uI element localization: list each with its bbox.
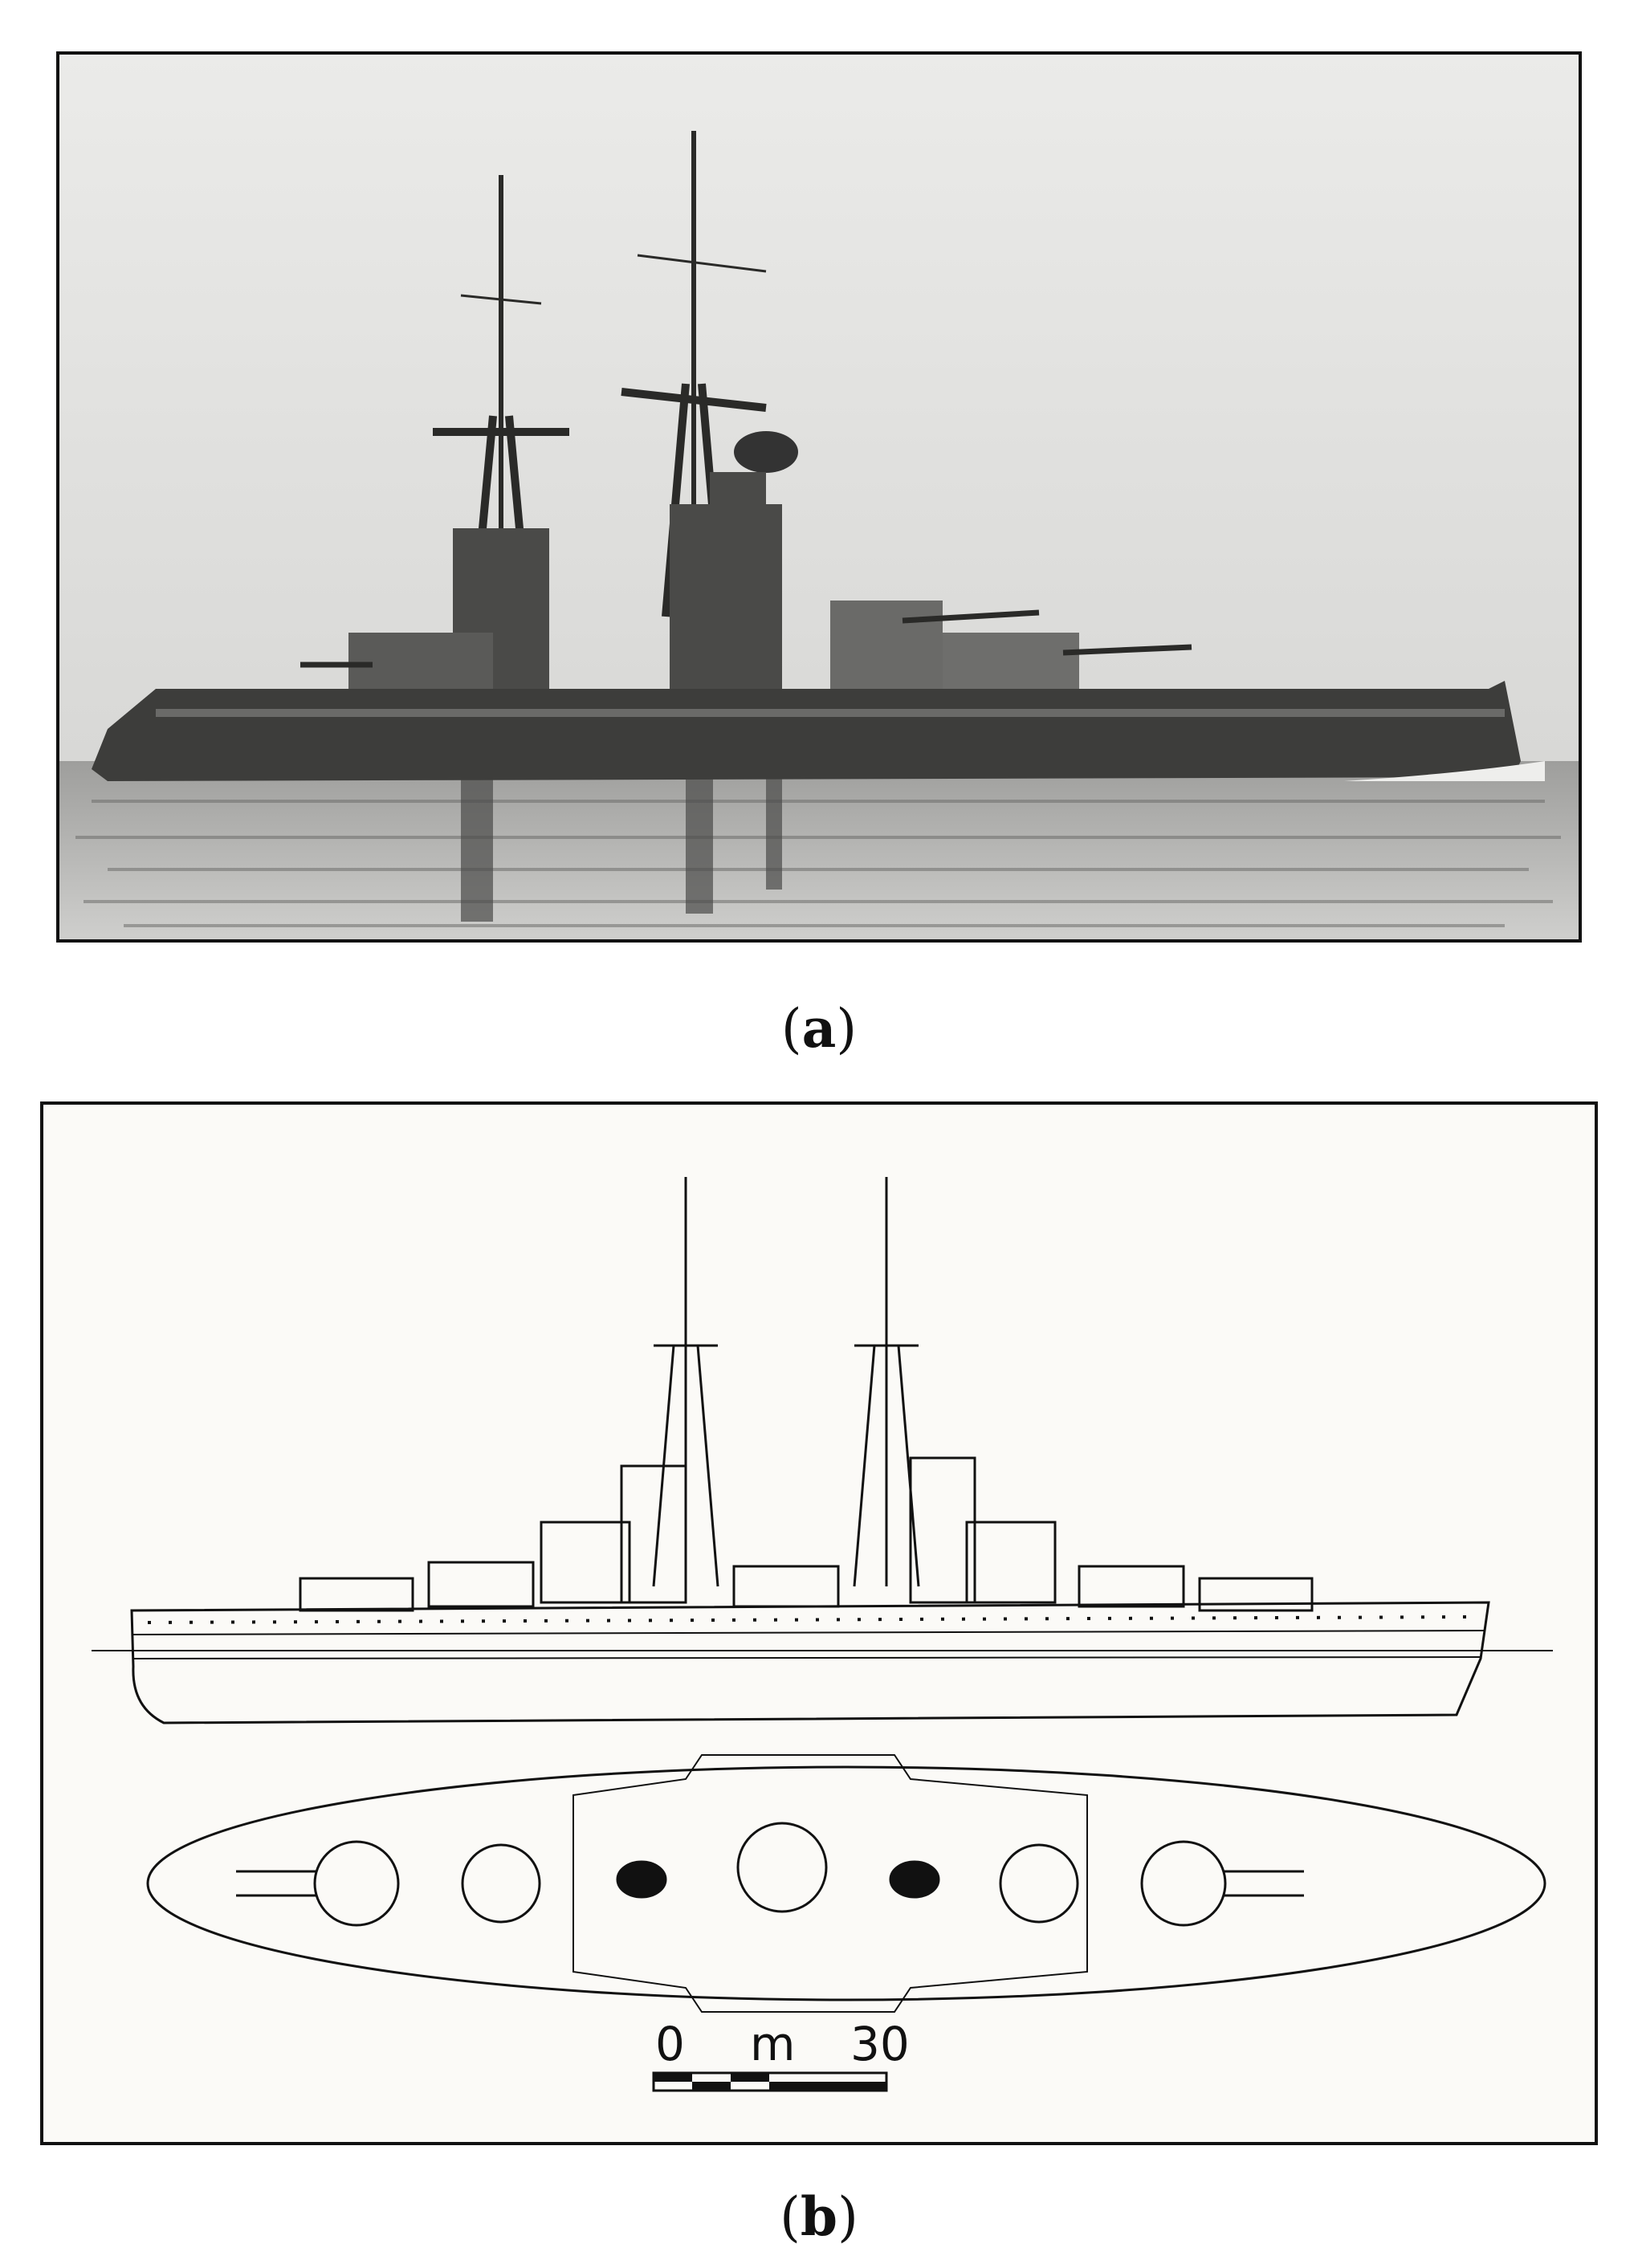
profile-turret bbox=[299, 1577, 414, 1612]
scale-bar-segment bbox=[654, 2073, 692, 2082]
photo-panel bbox=[56, 51, 1582, 943]
plan-view bbox=[146, 1754, 1546, 2013]
caption-b-letter: b bbox=[800, 2185, 838, 2248]
superstructure bbox=[348, 472, 1079, 697]
hull-stripe bbox=[156, 709, 1505, 717]
water-ripples bbox=[75, 800, 1561, 927]
mast-reflections bbox=[461, 777, 782, 922]
caption-b: (b) bbox=[780, 2185, 858, 2248]
scale-start-label: 0 bbox=[655, 2017, 685, 2071]
caption-a: (a) bbox=[780, 997, 858, 1060]
hull bbox=[92, 681, 1521, 781]
funnel-smoke bbox=[734, 431, 798, 473]
profile-hull bbox=[130, 1601, 1490, 1724]
battleship-photo bbox=[59, 55, 1579, 939]
scale-end-label: 30 bbox=[850, 2017, 910, 2071]
drawing-panel: 0 m 30 bbox=[40, 1101, 1598, 2145]
bow-wave bbox=[1344, 761, 1545, 781]
side-profile bbox=[92, 1177, 1553, 1724]
gun-barrels bbox=[300, 609, 1192, 668]
scale-unit-label: m bbox=[750, 2017, 796, 2071]
plan-hull bbox=[146, 1765, 1546, 2001]
scale-bar bbox=[652, 2071, 888, 2092]
battleship-line-drawing: 0 m 30 bbox=[92, 1177, 1553, 2092]
sea bbox=[59, 761, 1579, 939]
sky bbox=[59, 55, 1579, 761]
plan-turret bbox=[313, 1840, 400, 1927]
caption-a-letter: a bbox=[801, 997, 837, 1060]
